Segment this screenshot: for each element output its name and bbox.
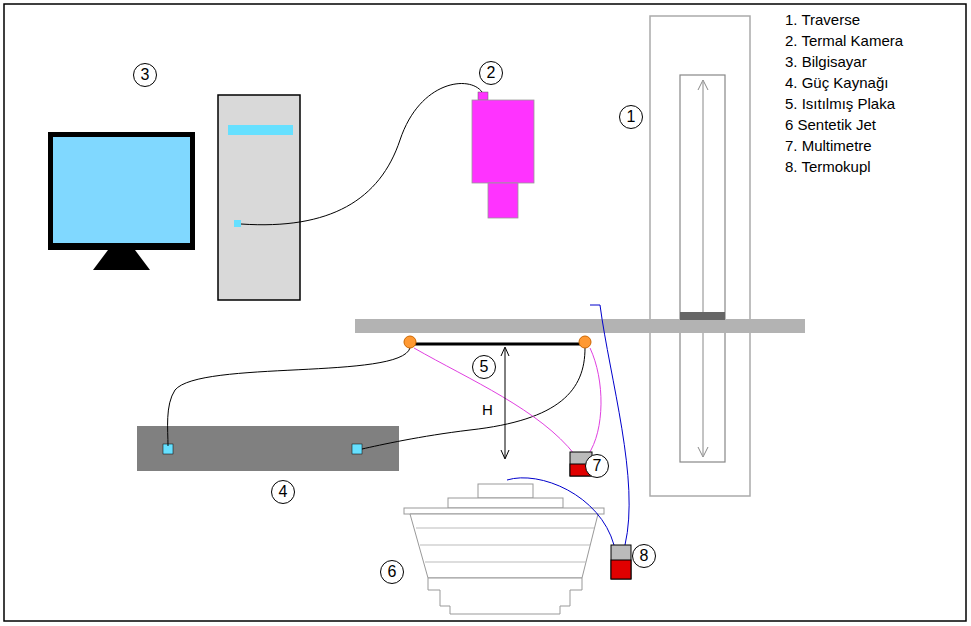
callout-circle: 5 (472, 355, 496, 379)
callout-number: 2 (487, 65, 496, 81)
callout-circle: 6 (380, 560, 404, 584)
dimension-label: H (482, 401, 493, 418)
callout-circle: 2 (479, 61, 503, 85)
legend-item: 6 Sentetik Jet (785, 116, 876, 133)
callout-number: 1 (627, 109, 636, 125)
callout-circle: 7 (585, 454, 609, 478)
callout-circle: 4 (271, 480, 295, 504)
legend-item: 2. Termal Kamera (785, 32, 903, 49)
legend-item: 8. Termokupl (785, 158, 871, 175)
callout-number: 6 (388, 564, 397, 580)
callout-circle: 3 (133, 63, 157, 87)
callout-circle: 1 (619, 105, 643, 129)
legend-item: 7. Multimetre (785, 137, 872, 154)
callout-circle: 8 (632, 544, 656, 568)
legend-item: 5. Isıtılmış Plaka (785, 95, 895, 112)
callout-number: 8 (640, 548, 649, 564)
legend-item: 1. Traverse (785, 11, 860, 28)
legend-item: 3. Bilgisayar (785, 53, 867, 70)
callout-number: 4 (279, 484, 288, 500)
callout-number: 3 (141, 67, 150, 83)
callout-number: 7 (593, 458, 602, 474)
legend-item: 4. Güç Kaynağı (785, 74, 888, 91)
callout-number: 5 (480, 359, 489, 375)
